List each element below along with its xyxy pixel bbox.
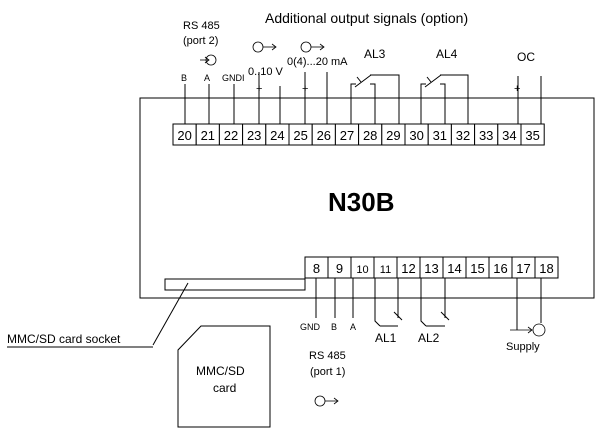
supply-input-icon	[510, 323, 546, 337]
pin-gndi-top: GNDI	[222, 73, 245, 83]
terminal-9[interactable]: 9	[327, 256, 352, 279]
terminal-number: 35	[525, 128, 539, 143]
terminal-number: 20	[177, 128, 191, 143]
terminal-number: 22	[224, 128, 238, 143]
top-terminal-strip: 20 21 22 23 24 25 26 27 28 29 30 31 32 33 34 35	[172, 123, 545, 146]
plus-sign-34: +	[514, 83, 520, 95]
terminal-number: 27	[340, 128, 354, 143]
terminal-number: 24	[270, 128, 284, 143]
terminal-29[interactable]: 29	[381, 123, 406, 146]
rs485-port2-label: RS 485	[183, 20, 220, 32]
terminal-15[interactable]: 15	[465, 256, 490, 279]
terminal-20[interactable]: 20	[172, 123, 197, 146]
terminal-33[interactable]: 33	[474, 123, 499, 146]
terminal-number: 8	[313, 261, 320, 276]
signal-output-icon	[314, 395, 339, 407]
terminal-28[interactable]: 28	[358, 123, 383, 146]
terminal-number: 30	[409, 128, 423, 143]
terminal-number: 10	[356, 264, 368, 276]
range-current-label: 0(4)...20 mA	[287, 56, 348, 68]
terminal-31[interactable]: 31	[427, 123, 452, 146]
terminal-32[interactable]: 32	[450, 123, 476, 146]
terminal-13[interactable]: 13	[419, 256, 444, 279]
pin-b-top: B	[181, 73, 187, 83]
signal-output-icon	[200, 54, 217, 66]
relay-contact-icon	[374, 278, 403, 327]
terminal-23[interactable]: 23	[242, 123, 267, 146]
terminal-number: 26	[317, 128, 331, 143]
card-socket-slot[interactable]	[164, 278, 306, 291]
al2-label: AL2	[418, 331, 440, 345]
terminal-number: 16	[493, 261, 507, 276]
supply-label: Supply	[506, 341, 540, 353]
terminal-number: 32	[456, 128, 470, 143]
terminal-24[interactable]: 24	[265, 123, 290, 146]
rs485-port1-label: RS 485	[309, 350, 346, 362]
card-name-line2: card	[213, 381, 236, 395]
terminal-number: 31	[433, 128, 447, 143]
pin-b-bottom: B	[331, 322, 337, 332]
mmc-sd-card	[177, 325, 271, 428]
terminal-number: 9	[336, 261, 343, 276]
terminal-8[interactable]: 8	[304, 256, 329, 279]
terminal-17[interactable]: 17	[511, 256, 536, 279]
rs485-port2-sub: (port 2)	[183, 35, 218, 47]
terminal-27[interactable]: 27	[334, 123, 360, 146]
terminal-number: 33	[479, 128, 493, 143]
signal-output-icon	[252, 41, 277, 53]
terminal-number: 29	[386, 128, 400, 143]
bottom-terminal-strip: 8 9 10 11 12 13 14 15 16 17 18	[304, 256, 559, 279]
al4-label: AL4	[436, 47, 458, 61]
terminal-number: 17	[516, 261, 530, 276]
terminal-18[interactable]: 18	[534, 256, 559, 279]
relay-contact-icon	[420, 74, 469, 124]
terminal-number: 13	[424, 261, 438, 276]
terminal-number: 14	[447, 261, 461, 276]
device-name: N30B	[328, 187, 394, 217]
terminal-14[interactable]: 14	[442, 256, 467, 279]
pin-a-bottom: A	[350, 322, 356, 332]
terminal-25[interactable]: 25	[288, 123, 313, 146]
terminal-16[interactable]: 16	[488, 256, 513, 279]
terminal-number: 25	[293, 128, 307, 143]
terminal-number: 12	[401, 261, 415, 276]
terminal-10[interactable]: 10	[350, 256, 375, 279]
terminal-number: 15	[470, 261, 484, 276]
terminal-number: 21	[201, 128, 215, 143]
terminal-21[interactable]: 21	[195, 123, 220, 146]
terminal-34[interactable]: 34	[497, 123, 522, 146]
terminal-11[interactable]: 11	[373, 256, 398, 279]
card-name-line1: MMC/SD	[196, 364, 245, 378]
pin-a-top: A	[204, 73, 210, 83]
terminal-12[interactable]: 12	[396, 256, 421, 279]
terminal-26[interactable]: 26	[311, 123, 336, 146]
terminal-number: 34	[502, 128, 516, 143]
pin-gnd-bottom: GND	[300, 322, 321, 332]
relay-contact-icon	[350, 74, 400, 124]
terminal-number: 23	[247, 128, 261, 143]
terminal-30[interactable]: 30	[404, 123, 429, 146]
al1-label: AL1	[375, 331, 397, 345]
card-socket-label: MMC/SD card socket	[7, 332, 121, 346]
signal-output-icon	[300, 41, 325, 53]
oc-label: OC	[517, 50, 535, 64]
terminal-number: 28	[363, 128, 377, 143]
terminal-number: 18	[539, 261, 553, 276]
relay-contact-icon	[420, 278, 450, 327]
al3-label: AL3	[364, 47, 386, 61]
rs485-port1-sub: (port 1)	[310, 366, 345, 378]
range-voltage-label: 0..10 V	[248, 66, 284, 78]
terminal-22[interactable]: 22	[218, 123, 244, 146]
terminal-35[interactable]: 35	[520, 123, 545, 146]
diagram-title: Additional output signals (option)	[265, 10, 468, 26]
terminal-number: 11	[380, 264, 391, 276]
